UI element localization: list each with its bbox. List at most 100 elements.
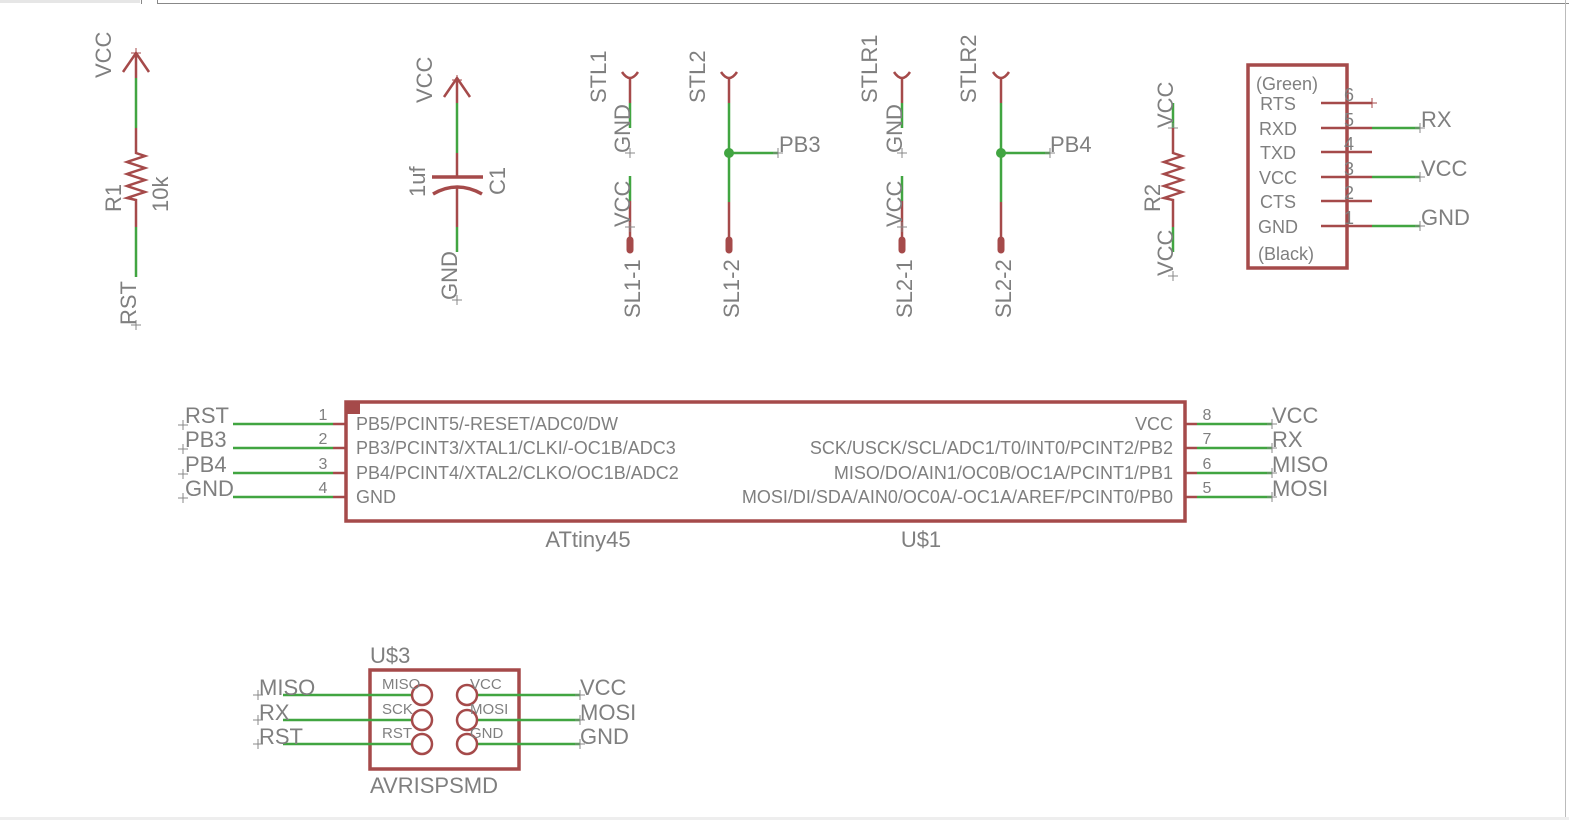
junction-dot xyxy=(724,148,734,158)
net-label: VCC xyxy=(580,675,627,700)
pin-number: 8 xyxy=(1203,407,1212,424)
pin-name: GND xyxy=(1258,217,1298,237)
pin-name: VCC xyxy=(1259,168,1297,188)
pin-number: 6 xyxy=(1344,85,1354,105)
pin-name: CTS xyxy=(1260,192,1296,212)
ic-attiny45[interactable]: 1 PB5/PCINT5/-RESET/ADC0/DW RST 2 PB3/PCINT3… xyxy=(178,400,1328,552)
pin-name: PB3/PCINT3/XTAL1/CLKI/-OC1B/ADC3 xyxy=(356,438,676,458)
net-label: RX xyxy=(1421,107,1452,132)
pin-name: RXD xyxy=(1259,119,1297,139)
net-label: VCC xyxy=(1272,403,1319,428)
pin-name: GND xyxy=(470,725,504,742)
net-label: RST xyxy=(116,281,141,325)
toolbar-strip xyxy=(0,0,1569,4)
net-label: MISO xyxy=(259,675,315,700)
net-label: GND xyxy=(580,724,629,749)
wire-color-label: (Black) xyxy=(1258,244,1314,264)
ftdi-body xyxy=(1246,63,1349,270)
solder-jumper-stlr2[interactable]: STLR2 PB4 SL2-2 xyxy=(956,35,1092,318)
net-label: MISO xyxy=(1272,452,1328,477)
pin-number: 5 xyxy=(1344,110,1354,130)
pin-name: SCK/USCK/SCL/ADC1/T0/INT0/PCINT2/PB2 xyxy=(810,438,1173,458)
net-label: VCC xyxy=(882,180,907,227)
net-label: RST xyxy=(259,724,303,749)
net-label: PB4 xyxy=(185,452,227,477)
net-label: RX xyxy=(1272,427,1303,452)
pin-name: MISO xyxy=(382,676,420,693)
part-name: U$1 xyxy=(901,527,941,552)
net-label: VCC xyxy=(91,31,116,78)
connector-cup-icon xyxy=(719,71,739,103)
toolbar-segment xyxy=(0,0,140,3)
net-label: VCC xyxy=(412,56,437,103)
resistor-r1[interactable]: VCC RST R1 10k xyxy=(91,31,173,330)
net-label: GND xyxy=(1421,205,1470,230)
net-label: PB3 xyxy=(779,132,821,157)
part-name: STL2 xyxy=(685,50,710,103)
part-name: STLR2 xyxy=(956,35,981,103)
net-label: RST xyxy=(185,403,229,428)
pin-name: PB4/PCINT4/XTAL2/CLKO/OC1B/ADC2 xyxy=(356,463,679,483)
isp-pad-icon xyxy=(455,732,479,756)
resistor-zigzag-icon xyxy=(122,128,149,227)
pin-number: 7 xyxy=(1203,431,1212,448)
pin1-marker-icon xyxy=(346,402,360,414)
part-name: U$3 xyxy=(370,643,410,668)
pin-number: 6 xyxy=(1203,456,1212,473)
pin-number: 1 xyxy=(319,407,328,424)
isp-pad-icon xyxy=(410,732,434,756)
pad-name: SL2-2 xyxy=(991,259,1016,318)
canvas-bottom-border xyxy=(0,817,1569,820)
net-label: GND xyxy=(437,251,462,300)
part-value: 1uf xyxy=(405,166,430,197)
isp-pad-icon xyxy=(455,683,479,707)
pin-number: 4 xyxy=(319,480,328,497)
net-label: PB4 xyxy=(1050,132,1092,157)
part-name: R1 xyxy=(101,184,126,212)
pin-name: PB5/PCINT5/-RESET/ADC0/DW xyxy=(356,414,618,434)
pin-name: TXD xyxy=(1260,143,1296,163)
solder-jumper-stl2[interactable]: STL2 PB3 SL1-2 xyxy=(685,50,821,318)
toolbar-divider xyxy=(141,0,142,4)
resistor-r2[interactable]: VCC VCC R2 xyxy=(1140,81,1186,281)
pin-name: SCK xyxy=(382,701,413,718)
net-label: MOSI xyxy=(580,700,636,725)
capacitor-c1[interactable]: VCC GND 1uf C1 xyxy=(405,56,510,305)
pin-name: RTS xyxy=(1260,94,1296,114)
part-value: AVRISPSMD xyxy=(370,773,498,798)
part-name: STL1 xyxy=(586,50,611,103)
pin-number: 2 xyxy=(1344,183,1354,203)
pin-number: 5 xyxy=(1203,480,1212,497)
pin-number: 1 xyxy=(1344,208,1354,228)
pin-number: 2 xyxy=(319,431,328,448)
pin-name: VCC xyxy=(470,676,502,693)
toolbar-divider xyxy=(157,0,158,4)
net-label: GND xyxy=(185,476,234,501)
part-value: ATtiny45 xyxy=(545,527,630,552)
wire-color-label: (Green) xyxy=(1256,74,1318,94)
net-label: GND xyxy=(882,104,907,153)
net-label: MOSI xyxy=(1272,476,1328,501)
pin-name: GND xyxy=(356,487,396,507)
pad-name: SL1-1 xyxy=(620,259,645,318)
net-label: VCC xyxy=(1421,156,1468,181)
canvas-right-border xyxy=(1565,0,1566,817)
pin-name: MOSI xyxy=(470,701,508,718)
pin-name: MOSI/DI/SDA/AIN0/OC0A/-OC1A/AREF/PCINT0/… xyxy=(742,487,1173,507)
pin-number: 3 xyxy=(319,456,328,473)
resistor-zigzag-icon xyxy=(1159,128,1186,227)
solder-jumper-stl1[interactable]: STL1 GND VCC SL1-1 xyxy=(586,50,645,318)
pin-number: 4 xyxy=(1344,134,1354,154)
canvas-border xyxy=(157,3,1569,4)
net-label: PB3 xyxy=(185,427,227,452)
part-name: C1 xyxy=(485,167,510,195)
pin-number: 3 xyxy=(1344,159,1354,179)
connector-cup-icon xyxy=(620,71,640,103)
solder-jumper-stlr1[interactable]: STLR1 GND VCC SL2-1 xyxy=(857,35,917,318)
net-label: VCC xyxy=(610,180,635,227)
ic-body xyxy=(344,400,1187,523)
pad-name: SL1-2 xyxy=(719,259,744,318)
